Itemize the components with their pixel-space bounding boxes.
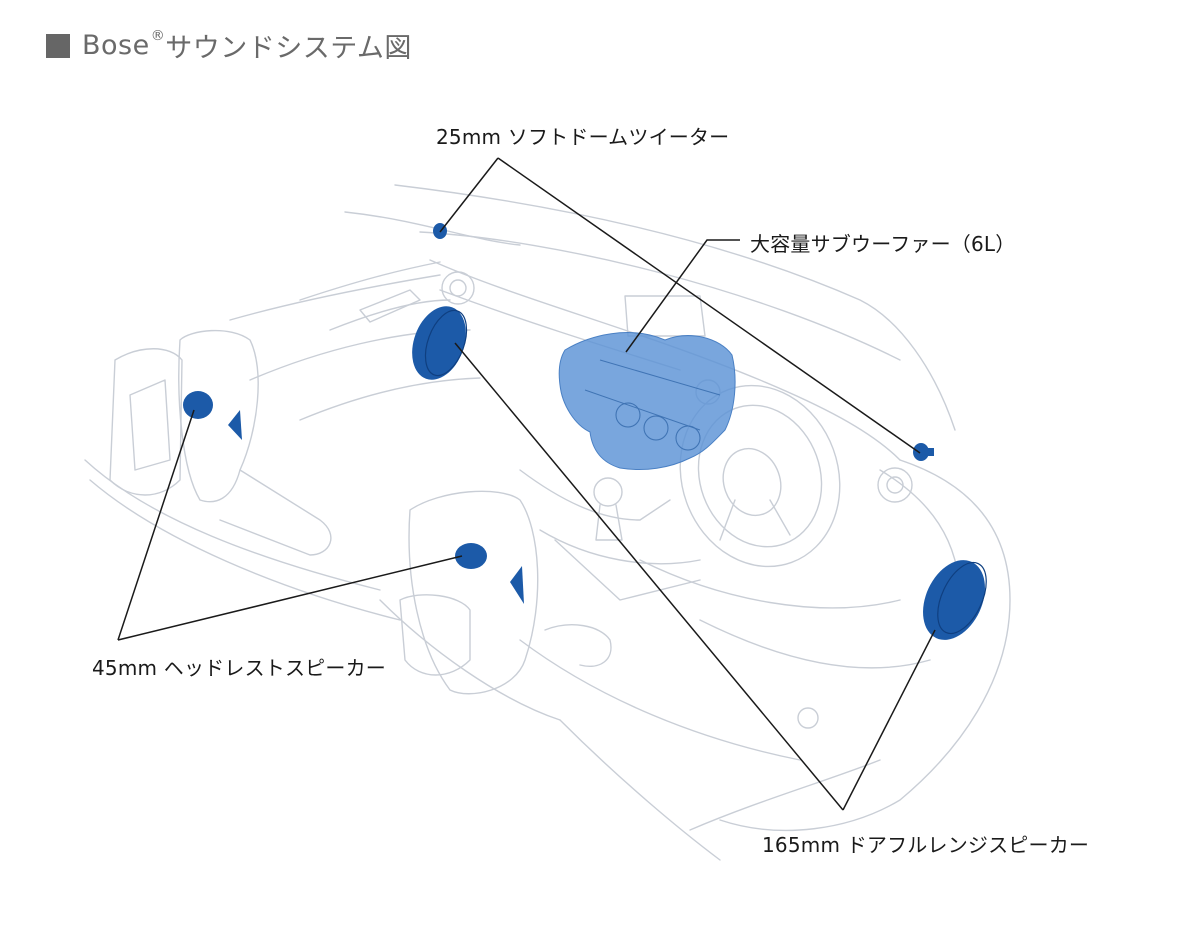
leader-lines: [117, 157, 936, 811]
title-brand: Bose: [82, 30, 150, 61]
headrest-speaker-label: 45mm ヘッドレストスピーカー: [92, 656, 386, 680]
tweeter-label: 25mm ソフトドームツイーター: [436, 125, 730, 149]
door-speaker-label: 165mm ドアフルレンジスピーカー: [762, 833, 1090, 857]
subwoofer-label: 大容量サブウーファー（6L）: [750, 232, 1016, 256]
title-square-icon: [46, 33, 70, 58]
door-speaker-right-icon: [923, 560, 985, 640]
headrest-speaker-left-icon: [183, 391, 213, 419]
subwoofer-shape: [558, 332, 736, 471]
title-rest: サウンドシステム図: [165, 33, 412, 64]
headrest-speaker-right-icon: [455, 543, 487, 569]
tweeter-right-icon: [913, 443, 934, 461]
registered-mark: ®: [150, 27, 166, 44]
page-title: Bose ® サウンドシステム図: [46, 26, 412, 65]
car-outline: [84, 184, 1011, 861]
